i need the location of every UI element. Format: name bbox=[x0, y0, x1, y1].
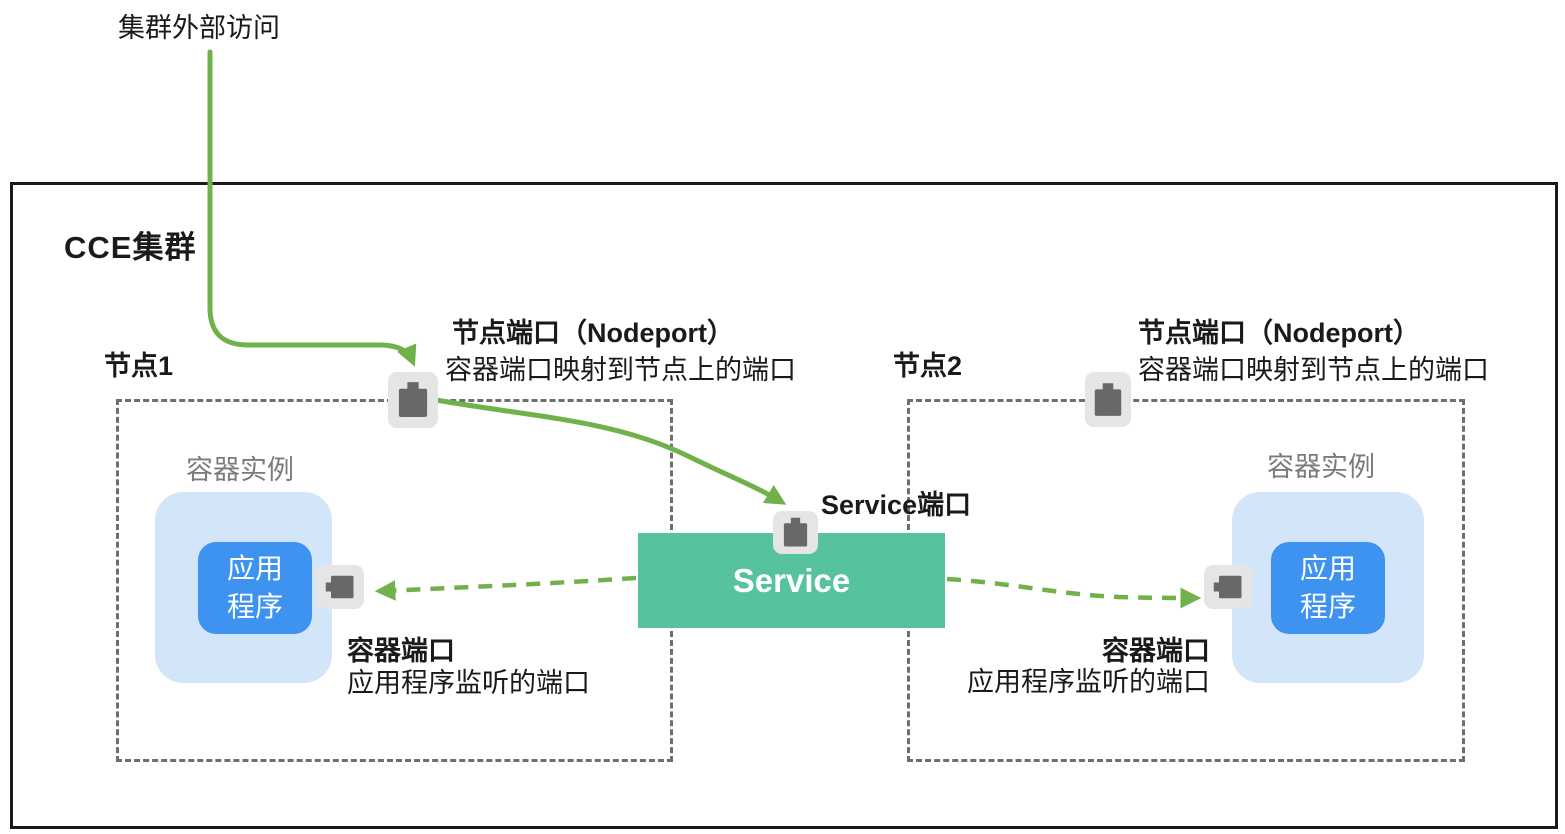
cce-cluster-title: CCE集群 bbox=[64, 230, 197, 265]
plug-glyph bbox=[1213, 575, 1242, 599]
node2-nodeport-title: 节点端口（Nodeport） bbox=[1138, 318, 1420, 348]
node2-app-label-line1: 应用 bbox=[1299, 553, 1356, 584]
node1-pod-label: 容器实例 bbox=[186, 455, 294, 485]
node2-app-label-line2: 程序 bbox=[1299, 591, 1356, 622]
service-label: Service bbox=[732, 561, 851, 599]
node1-container-port-title: 容器端口 bbox=[347, 636, 455, 666]
plug-glyph bbox=[325, 575, 354, 599]
plug-glyph bbox=[1094, 382, 1122, 416]
node2-label: 节点2 bbox=[893, 351, 963, 381]
node1-app-label-line2: 程序 bbox=[226, 591, 283, 622]
node2-container-port-desc: 应用程序监听的端口 bbox=[967, 667, 1210, 697]
node2-nodeport-desc: 容器端口映射到节点上的端口 bbox=[1138, 355, 1489, 385]
external-access-label: 集群外部访问 bbox=[118, 13, 280, 43]
node2-container-port-icon bbox=[1204, 565, 1252, 609]
node2-nodeport-icon bbox=[1085, 372, 1131, 427]
node2-container-port-title: 容器端口 bbox=[1102, 636, 1210, 666]
node1-label: 节点1 bbox=[104, 351, 174, 381]
node2-pod-label: 容器实例 bbox=[1267, 452, 1375, 482]
node1-nodeport-desc: 容器端口映射到节点上的端口 bbox=[445, 355, 796, 385]
plug-glyph bbox=[783, 517, 808, 547]
node1-nodeport-title: 节点端口（Nodeport） bbox=[452, 318, 734, 348]
node1-app: 应用 程序 bbox=[198, 542, 312, 634]
node1-nodeport-icon bbox=[388, 372, 438, 428]
node1-container-port-desc: 应用程序监听的端口 bbox=[347, 668, 590, 698]
node1-app-label-line1: 应用 bbox=[226, 553, 283, 584]
node1-container-port-icon bbox=[316, 565, 364, 609]
node2-app: 应用 程序 bbox=[1271, 542, 1385, 634]
service-port-label: Service端口 bbox=[821, 490, 972, 520]
plug-glyph bbox=[398, 382, 428, 417]
service-port-icon bbox=[773, 511, 818, 554]
